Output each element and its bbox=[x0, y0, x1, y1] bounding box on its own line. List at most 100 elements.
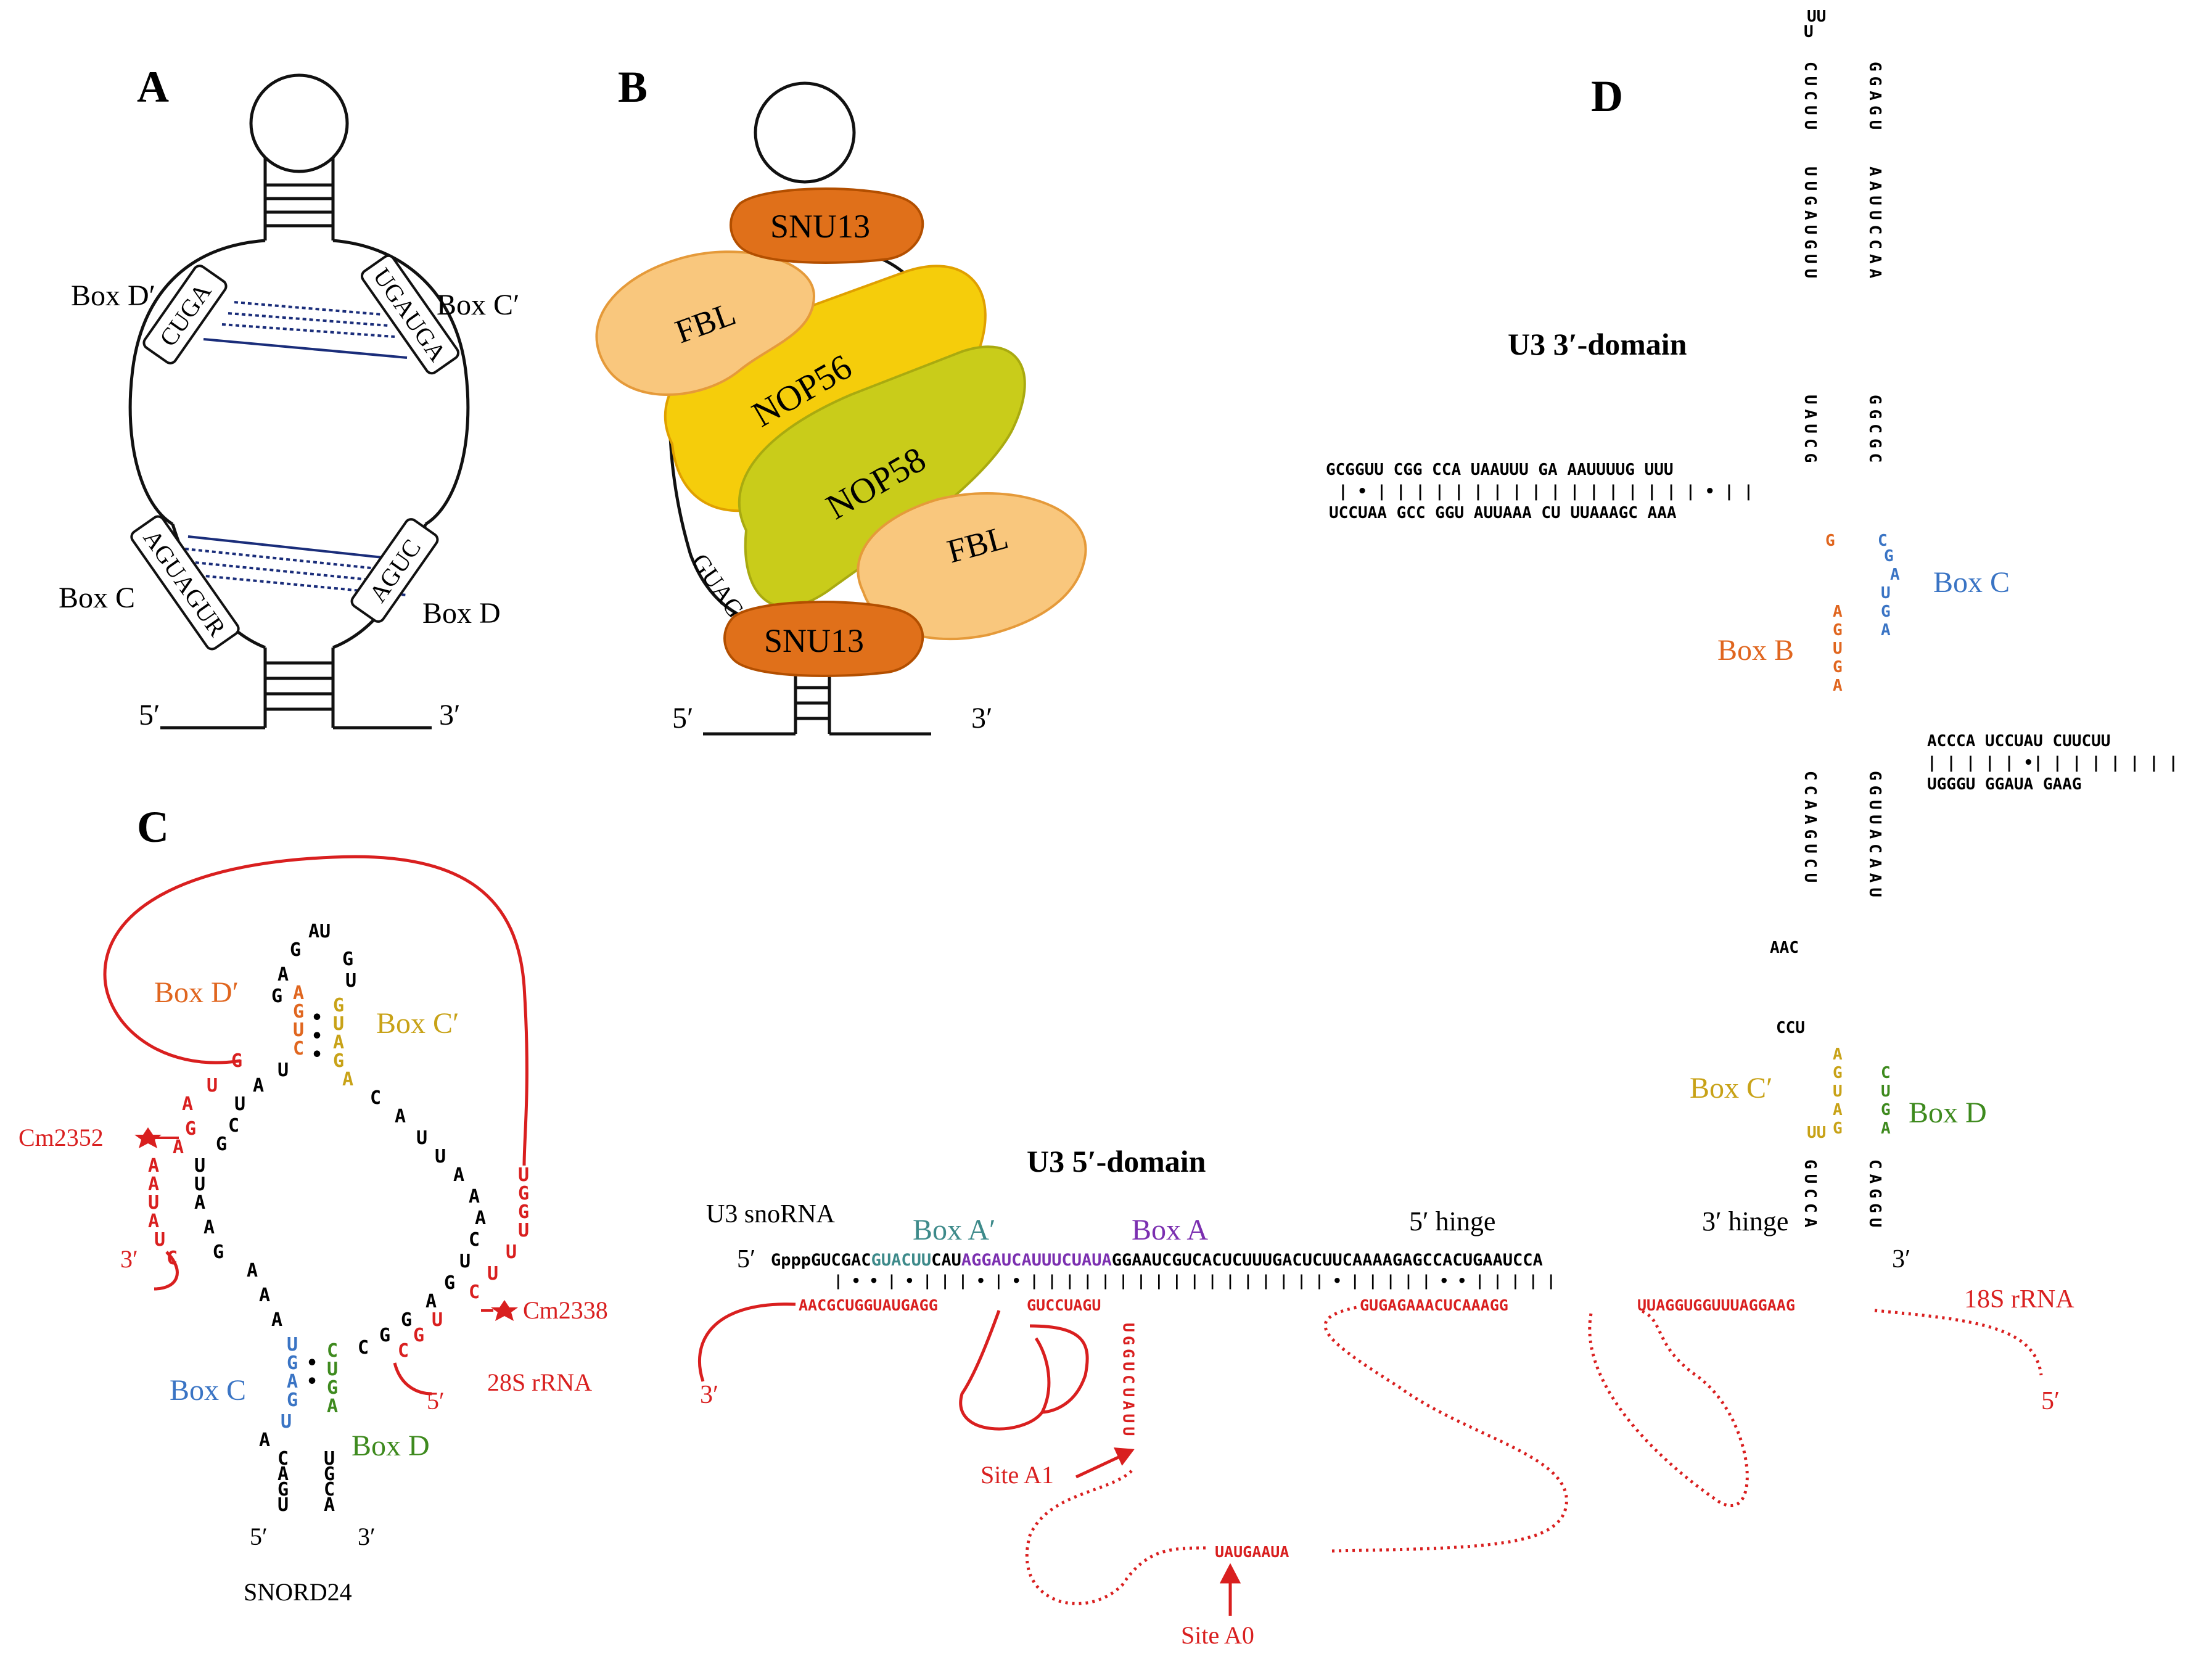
panel-d-main-3prime: 3′ bbox=[1892, 1245, 1910, 1273]
panel-c-rrna-loop bbox=[103, 855, 528, 1166]
panel-b-top-loop bbox=[754, 81, 856, 184]
cm2352-star-icon bbox=[134, 1127, 162, 1148]
svg-text:AGUAGUR: AGUAGUR bbox=[138, 524, 232, 641]
svg-text:G: G bbox=[333, 995, 344, 1016]
svg-text:U: U bbox=[194, 1174, 205, 1195]
svg-text:GUCCA: GUCCA bbox=[1801, 1159, 1819, 1232]
svg-text:A: A bbox=[1890, 566, 1900, 584]
svg-text:U: U bbox=[518, 1164, 529, 1186]
svg-text:G: G bbox=[342, 948, 353, 970]
svg-text:A: A bbox=[194, 1192, 205, 1214]
panel-c-5prime: 5′ bbox=[250, 1523, 268, 1550]
svg-text:C: C bbox=[398, 1340, 409, 1362]
svg-text:U: U bbox=[1881, 584, 1891, 603]
svg-text:G: G bbox=[216, 1133, 227, 1155]
svg-text:G: G bbox=[1881, 1101, 1891, 1119]
svg-text:UGGGU GGAUA GAAG: UGGGU GGAUA GAAG bbox=[1927, 775, 2081, 794]
svg-text:U: U bbox=[327, 1359, 338, 1380]
panel-d-box-c-prime-label: Box C′ bbox=[1690, 1072, 1773, 1105]
panel-a-left-arc bbox=[128, 239, 266, 526]
svg-text:G: G bbox=[518, 1201, 529, 1223]
svg-text:G: G bbox=[1825, 532, 1835, 550]
svg-text:| • | | | | | | | | | |: | • | | | | | | | | | | | | | | | | | • … bbox=[1338, 482, 1753, 501]
svg-text:G: G bbox=[444, 1272, 455, 1294]
svg-text:G: G bbox=[185, 1118, 196, 1140]
svg-text:U: U bbox=[459, 1251, 471, 1272]
panel-a-box-c-prime-label: Box C′ bbox=[437, 289, 520, 321]
panel-d-box-c-label: Box C bbox=[1933, 566, 2010, 599]
svg-text:G: G bbox=[231, 1050, 242, 1072]
svg-text:G: G bbox=[271, 985, 282, 1007]
svg-text:A: A bbox=[1833, 1101, 1843, 1119]
panel-b-5prime: 5′ bbox=[672, 702, 694, 734]
panel-c-snord24-name: SNORD24 bbox=[244, 1578, 352, 1606]
panel-d-box-a-prime-label: Box A′ bbox=[913, 1214, 996, 1246]
svg-text:U: U bbox=[1833, 1082, 1843, 1101]
panel-a-5prime: 5′ bbox=[139, 699, 160, 731]
panel-d-3prime-hinge: 3′ hinge bbox=[1702, 1206, 1788, 1236]
svg-text:U: U bbox=[148, 1192, 159, 1214]
panel-c-3prime: 3′ bbox=[358, 1523, 376, 1550]
panel-c-rrna-3prime: 3′ bbox=[120, 1245, 138, 1273]
svg-text:C: C bbox=[1878, 532, 1888, 550]
svg-text:G: G bbox=[293, 1001, 304, 1022]
svg-text:UCCUAA GCC GGU AUUAAA CU U: UCCUAA GCC GGU AUUAAA CU UUAAAGC AAA bbox=[1329, 504, 1677, 522]
panel-a-top-loop bbox=[249, 73, 349, 173]
panel-b-label: B bbox=[618, 62, 648, 112]
svg-text:C: C bbox=[327, 1340, 338, 1362]
svg-text:| | | | | •| | | | | | | |: | | | | | •| | | | | | | | bbox=[1927, 754, 2178, 772]
panel-d-rrna-label: 18S rRNA bbox=[1964, 1285, 2074, 1314]
panel-c-site-left: Cm2352 bbox=[19, 1124, 104, 1151]
svg-text:U: U bbox=[194, 1155, 205, 1177]
svg-text:A: A bbox=[148, 1155, 159, 1177]
svg-text:CCAAGUCU: CCAAGUCU bbox=[1801, 771, 1819, 887]
svg-text:A: A bbox=[1881, 1119, 1891, 1138]
svg-text:A: A bbox=[342, 1069, 353, 1090]
svg-text:G: G bbox=[1833, 658, 1843, 677]
svg-text:AU: AU bbox=[308, 921, 331, 942]
svg-text:UU: UU bbox=[1807, 7, 1826, 26]
svg-text:GGUUACAAU: GGUUACAAU bbox=[1865, 771, 1884, 902]
svg-text:U: U bbox=[518, 1220, 529, 1241]
svg-text:CCU: CCU bbox=[1776, 1019, 1805, 1037]
svg-text:A: A bbox=[259, 1285, 270, 1306]
panel-d-main-5prime: 5′ bbox=[737, 1245, 755, 1273]
svg-text:A: A bbox=[271, 1309, 282, 1331]
panel-d-rrna-3prime: 3′ bbox=[700, 1381, 718, 1409]
svg-text:G: G bbox=[518, 1183, 529, 1204]
panel-d-main-seq: GpppGUCGACGUACUUCAUAGGAUCAUUUCUAUAGGAAUC… bbox=[771, 1251, 1543, 1270]
svg-text:A: A bbox=[333, 1032, 344, 1053]
panel-c-box-c-label: Box C bbox=[170, 1374, 246, 1407]
cm2338-star-icon bbox=[491, 1300, 518, 1321]
panel-c-site-right: Cm2338 bbox=[523, 1296, 608, 1324]
svg-text:U: U bbox=[278, 1494, 289, 1516]
panel-c-box-c-prime-label: Box C′ bbox=[376, 1007, 459, 1040]
svg-text:UGGUCUAUU: UGGUCUAUU bbox=[1120, 1323, 1138, 1439]
svg-text:UUAGGUGGUUUAGGAAG: UUAGGUGGUUUAGGAAG bbox=[1637, 1296, 1795, 1314]
panel-a-box-c-seq: AGUAGUR bbox=[130, 515, 240, 651]
svg-text:A: A bbox=[395, 1106, 406, 1127]
svg-text:A: A bbox=[204, 1217, 215, 1238]
svg-text:C: C bbox=[370, 1087, 381, 1109]
svg-text:C: C bbox=[358, 1337, 369, 1359]
svg-text:A: A bbox=[475, 1207, 486, 1229]
svg-text:G: G bbox=[324, 1463, 335, 1485]
svg-text:CAGGU: CAGGU bbox=[1865, 1159, 1884, 1232]
svg-text:AAUUCCAA: AAUUCCAA bbox=[1865, 167, 1884, 283]
panel-a-bottom-stem bbox=[160, 648, 432, 730]
svg-text:A: A bbox=[278, 1463, 289, 1485]
snu13-bottom-shape bbox=[723, 601, 924, 677]
svg-text:G: G bbox=[290, 939, 301, 961]
panel-d-5prime-hinge: 5′ hinge bbox=[1409, 1206, 1495, 1236]
svg-text:C: C bbox=[167, 1248, 178, 1269]
svg-text:G: G bbox=[379, 1325, 390, 1346]
svg-text:C: C bbox=[469, 1229, 480, 1251]
svg-text:U: U bbox=[333, 1013, 344, 1035]
svg-text:•: • bbox=[306, 1371, 318, 1393]
fbl-left-shape bbox=[595, 250, 816, 396]
svg-text:CUCUU: CUCUU bbox=[1801, 62, 1819, 134]
svg-text:A: A bbox=[327, 1396, 338, 1417]
svg-text:•: • bbox=[311, 1007, 323, 1029]
